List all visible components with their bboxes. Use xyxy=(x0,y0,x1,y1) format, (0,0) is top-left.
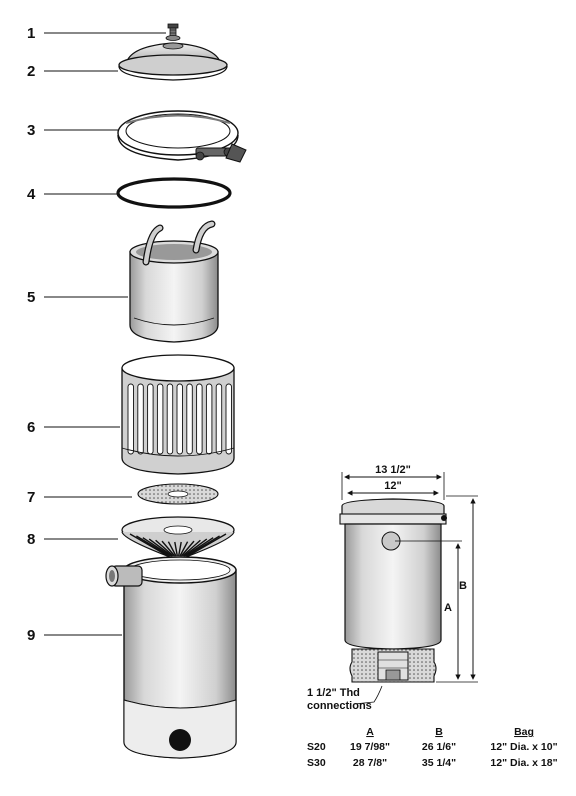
cage-slots xyxy=(127,383,232,455)
funnel-fin xyxy=(180,540,195,557)
funnel-fin xyxy=(177,541,182,557)
cage-slot xyxy=(225,383,232,455)
part-number-6: 6 xyxy=(27,419,35,436)
filter-housing xyxy=(105,556,237,759)
filter-lid xyxy=(118,42,228,81)
cage-slot xyxy=(137,383,144,455)
spec-table: A B Bag S20 19 7/98" 26 1/6" 12" Dia. x … xyxy=(307,726,558,769)
funnel-fin xyxy=(182,539,201,557)
row-b-value: 26 1/6" xyxy=(422,741,456,753)
funnel-fin xyxy=(148,538,173,557)
o-ring xyxy=(116,177,232,209)
inlet-port xyxy=(105,565,143,587)
support-cage xyxy=(121,354,235,475)
funnel-fin xyxy=(161,540,176,557)
funnel-fin xyxy=(174,541,179,557)
cage-slot xyxy=(215,383,223,455)
funnel-fin xyxy=(167,541,177,557)
row-model: S20 xyxy=(307,741,326,753)
funnel-fin xyxy=(129,533,169,557)
funnel-fin xyxy=(155,539,174,557)
diffuser-funnel xyxy=(121,516,235,561)
body-width-label: 12" xyxy=(384,480,401,492)
row-b-value: 35 1/4" xyxy=(422,757,456,769)
row-a-value: 28 7/8" xyxy=(353,757,387,769)
funnel-fin xyxy=(183,538,208,557)
row-a-value: 19 7/98" xyxy=(350,741,390,753)
clamp-knob xyxy=(195,143,247,163)
strainer-basket xyxy=(129,220,219,343)
connection-note-line1: 1 1/2" Thd xyxy=(307,687,360,699)
row-bag-value: 12" Dia. x 18" xyxy=(490,757,557,769)
part-number-1: 1 xyxy=(27,25,35,42)
connection-note-line2: connections xyxy=(307,700,372,712)
table-row: S20 19 7/98" 26 1/6" 12" Dia. x 10" xyxy=(307,741,558,753)
funnel-fin xyxy=(142,537,172,557)
cage-slot xyxy=(127,383,134,455)
column-header-b: B xyxy=(435,726,443,738)
cage-slot xyxy=(196,383,203,455)
funnel-fin xyxy=(187,533,227,557)
cage-slot xyxy=(205,383,213,455)
table-row: S30 28 7/8" 35 1/4" 12" Dia. x 18" xyxy=(307,757,558,769)
height-a-label: A xyxy=(444,602,452,614)
column-header-a: A xyxy=(366,726,374,738)
funnel-fin xyxy=(136,535,170,557)
cage-slot xyxy=(186,383,193,455)
air-relief-knob xyxy=(165,23,181,41)
part-number-9: 9 xyxy=(27,627,35,644)
part-number-3: 3 xyxy=(27,122,35,139)
clamp-ring xyxy=(117,110,247,163)
part-number-2: 2 xyxy=(27,63,35,80)
funnel-fin xyxy=(184,537,214,557)
basket-handle xyxy=(142,220,216,266)
row-bag-value: 12" Dia. x 10" xyxy=(490,741,557,753)
part-number-8: 8 xyxy=(27,531,35,548)
part-number-7: 7 xyxy=(27,489,35,506)
height-b-label: B xyxy=(459,580,467,592)
outlet-port xyxy=(169,729,191,751)
funnel-fin xyxy=(179,541,189,557)
funnel-fins xyxy=(129,533,227,557)
overall-width-label: 13 1/2" xyxy=(375,464,411,476)
cage-slot xyxy=(166,383,174,455)
funnel-fin xyxy=(186,535,220,557)
part-number-5: 5 xyxy=(27,289,35,306)
housing-elevation xyxy=(339,498,447,683)
part-number-4: 4 xyxy=(27,186,36,203)
part-labels: 1 2 3 4 5 6 7 8 9 xyxy=(27,25,166,644)
row-model: S30 xyxy=(307,757,326,769)
cage-slot xyxy=(147,383,154,455)
cage-slot xyxy=(176,383,183,455)
dimension-drawing: 13 1/2" 12" A B 1 xyxy=(307,464,478,712)
column-header-bag: Bag xyxy=(514,726,534,738)
perforated-disc xyxy=(137,483,219,505)
cage-slot xyxy=(156,383,164,455)
